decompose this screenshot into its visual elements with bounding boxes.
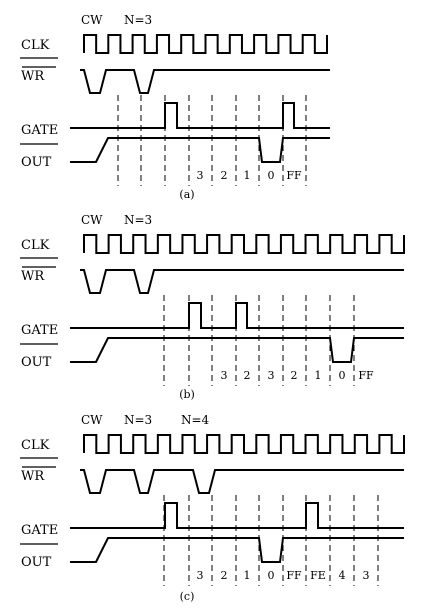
count-value: 2 (221, 569, 228, 582)
clk-waveform (83, 434, 405, 454)
count-value: 3 (197, 169, 204, 182)
out-waveform (70, 337, 404, 363)
clk-signal-label: CLK (21, 438, 50, 453)
gate-signal-label: GATE (21, 123, 58, 138)
wr-signal-label: WR (21, 69, 45, 84)
panel-caption: (b) (179, 388, 195, 401)
header-label: CW (81, 413, 103, 427)
header-label: CW (81, 213, 103, 227)
count-value: 3 (221, 369, 228, 382)
header-label: N=3 (124, 413, 152, 427)
gate-waveform (70, 502, 404, 529)
wr-waveform (80, 69, 330, 94)
count-value: FE (310, 569, 326, 582)
count-value: 0 (268, 569, 275, 582)
clk-waveform (83, 34, 328, 54)
panel-caption: (c) (180, 590, 195, 603)
out-signal-label: OUT (21, 355, 52, 370)
wr-waveform (80, 469, 404, 494)
wr-waveform (80, 269, 404, 294)
count-value: 2 (291, 369, 298, 382)
clk-signal-label: CLK (21, 38, 50, 53)
count-value: 4 (339, 569, 346, 582)
count-value: FF (358, 369, 374, 382)
count-value: 3 (363, 569, 370, 582)
header-label: N=4 (181, 413, 210, 427)
wr-signal-label: WR (21, 469, 45, 484)
count-value: 0 (268, 169, 275, 182)
out-signal-label: OUT (21, 555, 52, 570)
header-label: CW (81, 13, 103, 27)
count-value: 0 (339, 369, 346, 382)
count-value: 1 (244, 169, 251, 182)
gate-signal-label: GATE (21, 523, 58, 538)
clk-waveform (83, 234, 405, 254)
count-value: 2 (221, 169, 228, 182)
header-label: N=3 (124, 213, 152, 227)
count-value: 3 (268, 369, 275, 382)
out-signal-label: OUT (21, 155, 52, 170)
out-waveform (70, 537, 404, 563)
count-value: 1 (315, 369, 322, 382)
panel-caption: (a) (179, 188, 194, 201)
count-value: 1 (244, 569, 251, 582)
count-value: FF (286, 569, 302, 582)
gate-waveform (70, 102, 330, 129)
header-label: N=3 (124, 13, 152, 27)
count-value: 2 (244, 369, 251, 382)
count-value: 3 (197, 569, 204, 582)
gate-signal-label: GATE (21, 323, 58, 338)
clk-signal-label: CLK (21, 238, 50, 253)
out-waveform (70, 137, 330, 163)
count-value: FF (286, 169, 302, 182)
wr-signal-label: WR (21, 269, 45, 284)
